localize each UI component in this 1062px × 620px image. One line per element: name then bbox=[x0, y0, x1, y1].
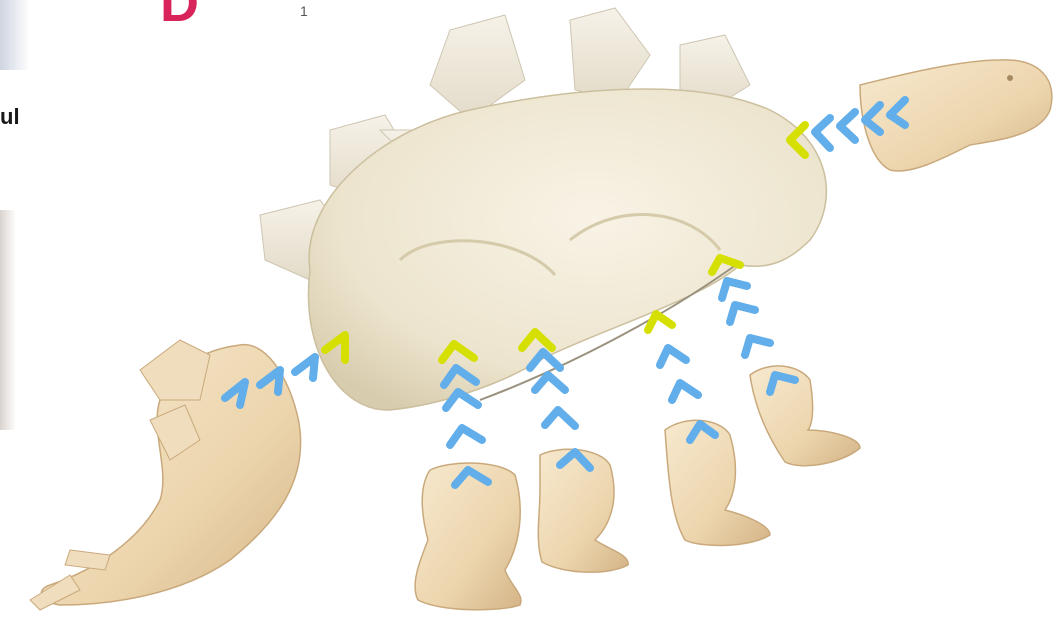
chevron-arrow-icon bbox=[648, 314, 672, 330]
plate bbox=[570, 8, 650, 100]
chevron-arrow-icon bbox=[730, 305, 755, 322]
leg-shape bbox=[750, 366, 860, 466]
eye-icon bbox=[1007, 75, 1013, 81]
leg-shape bbox=[415, 463, 521, 610]
chevron-arrow-icon bbox=[722, 281, 747, 298]
chevron-arrow-icon bbox=[545, 410, 575, 426]
chevron-arrow-icon bbox=[672, 383, 698, 400]
chevron-arrow-icon bbox=[535, 375, 565, 390]
front-left-leg bbox=[415, 463, 521, 610]
chevron-arrow-icon bbox=[840, 112, 855, 140]
chevron-arrow-icon bbox=[815, 118, 830, 148]
chevron-arrow-icon bbox=[450, 428, 482, 445]
top-mark: 1 bbox=[300, 3, 308, 19]
leg-shape bbox=[538, 449, 628, 572]
chevron-arrow-icon bbox=[745, 338, 770, 355]
hind-right-leg bbox=[750, 366, 860, 466]
chevron-arrow-icon bbox=[295, 357, 315, 378]
leg-shape bbox=[665, 420, 770, 545]
tail-plate bbox=[140, 340, 210, 400]
chevron-arrow-icon bbox=[660, 348, 686, 365]
hind-left-leg bbox=[665, 420, 770, 545]
tail-spike bbox=[65, 550, 110, 570]
front-right-leg bbox=[538, 449, 628, 572]
